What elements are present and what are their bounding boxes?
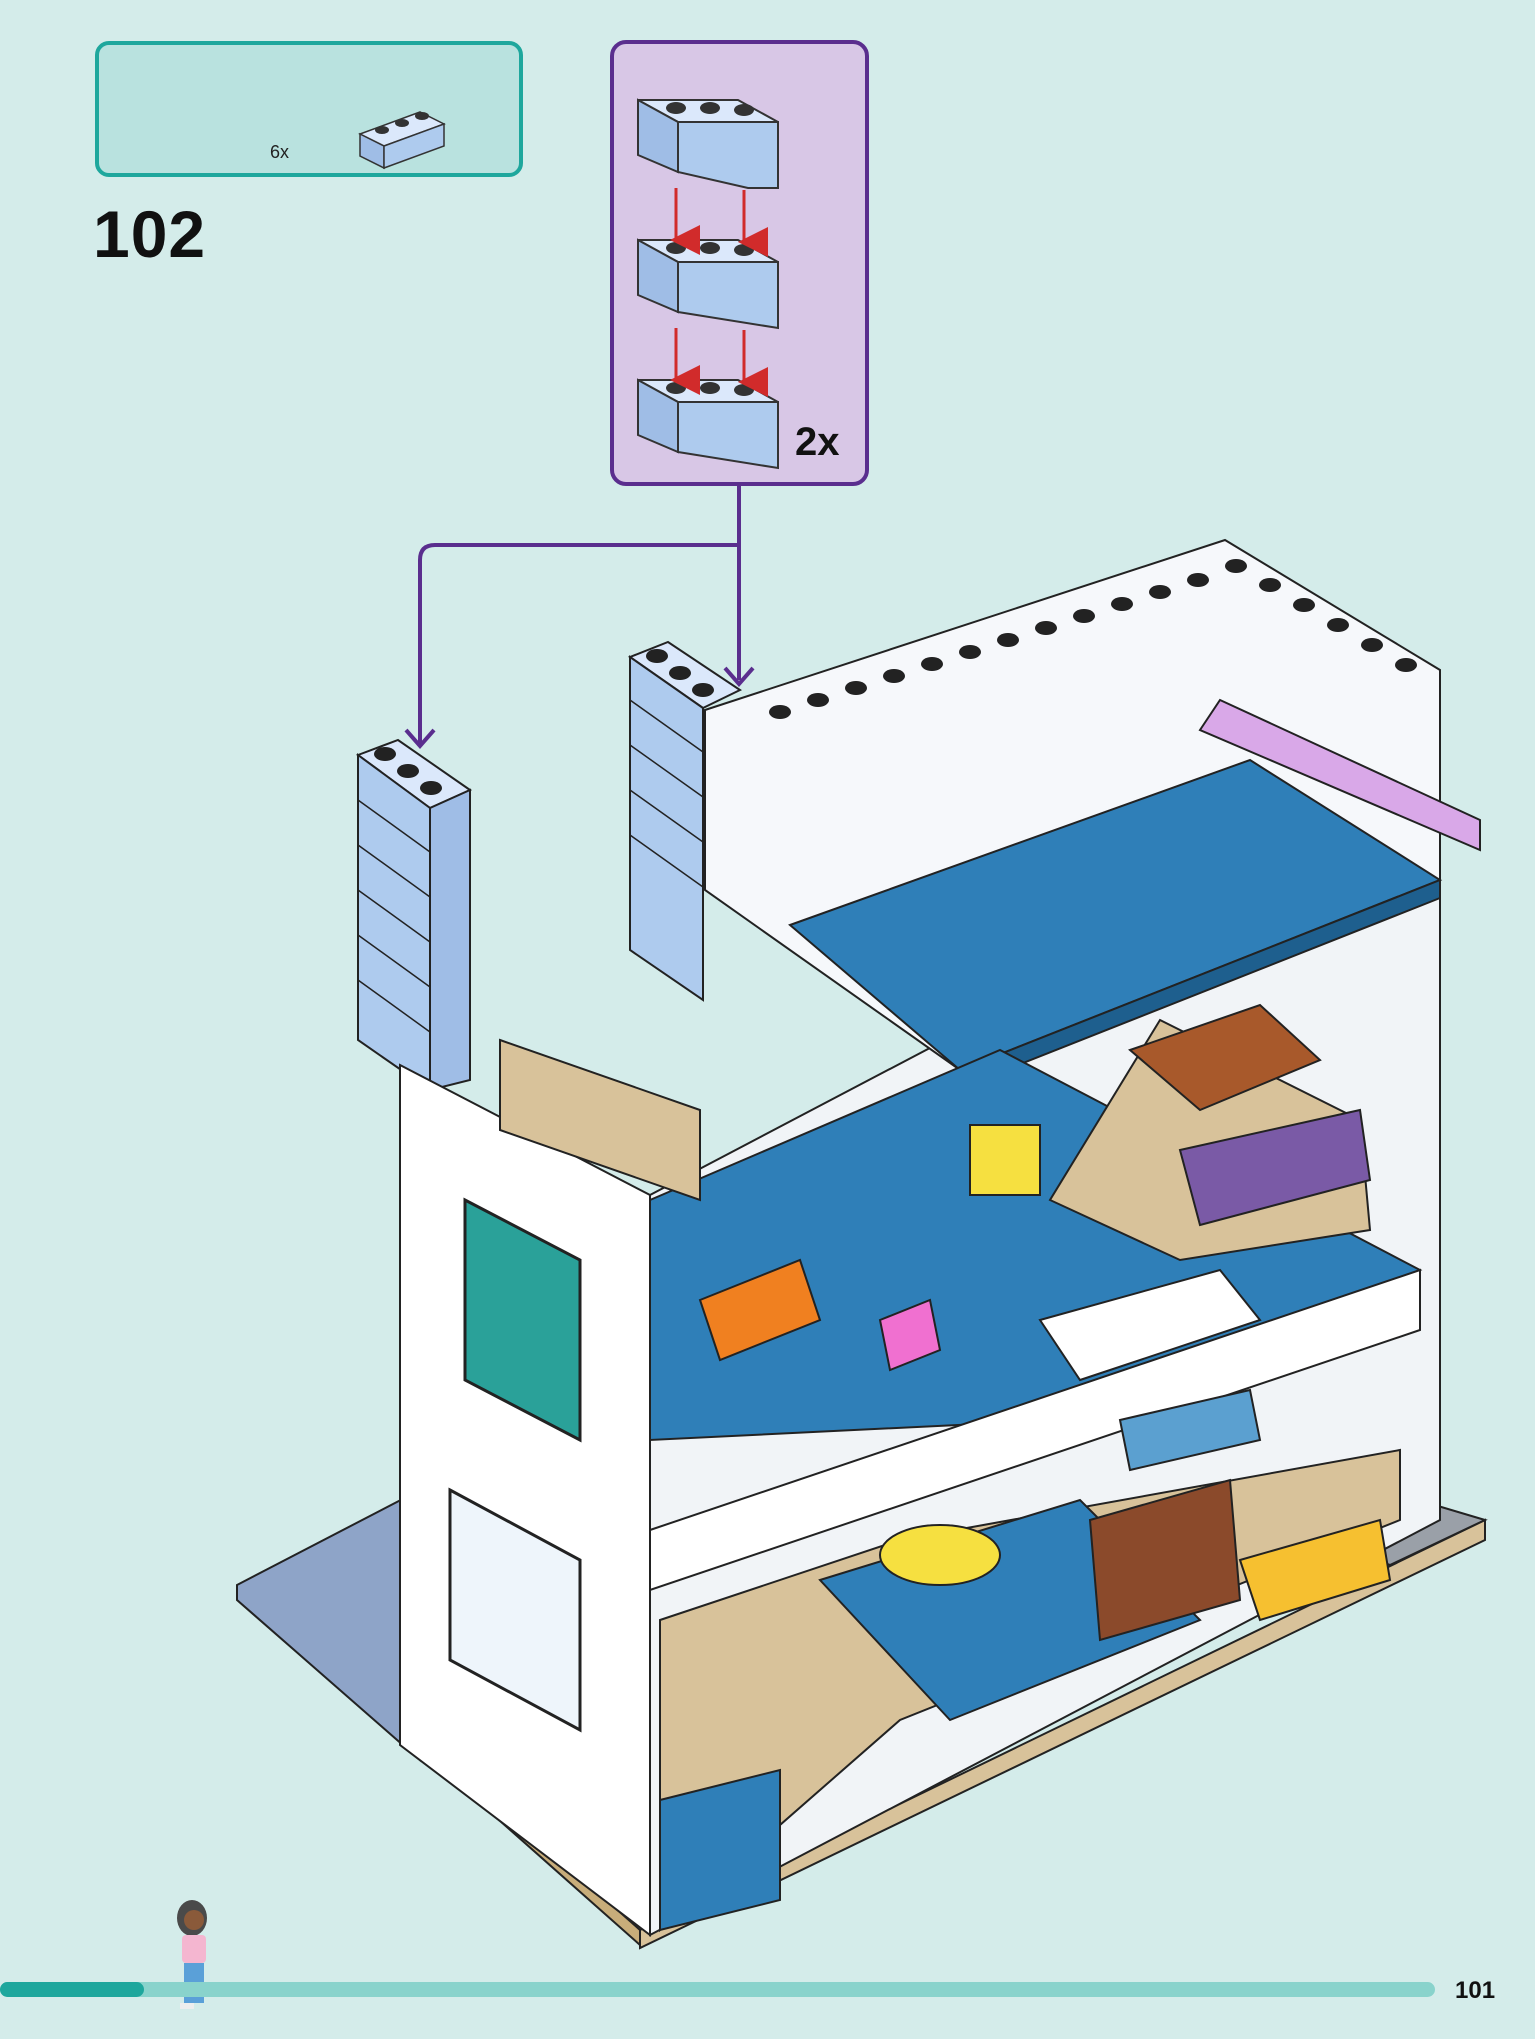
ground-floor (659, 1388, 1401, 1933)
light-blue-column-left (355, 738, 473, 1092)
submodel-callout: 2x (610, 40, 869, 486)
parts-list-callout: 6x (95, 41, 523, 177)
page-number: 101 (1455, 1977, 1496, 2004)
first-floor-ceiling (649, 1268, 1421, 1592)
part-quantity: 6x (270, 142, 290, 162)
progress-fill (0, 1982, 144, 1997)
submodel-multiplier: 2x (795, 420, 840, 464)
submodel-assembly (637, 98, 779, 470)
light-blue-column-center (627, 640, 743, 1002)
brick-1x3-icon (358, 111, 446, 170)
step-number: 102 (93, 197, 207, 271)
second-floor (499, 1003, 1423, 1442)
brick-top (637, 98, 779, 189)
window-left (448, 1197, 582, 1733)
progress-bar (0, 1982, 1435, 1997)
callout-connector (404, 486, 755, 750)
brick-bottom (637, 378, 779, 470)
